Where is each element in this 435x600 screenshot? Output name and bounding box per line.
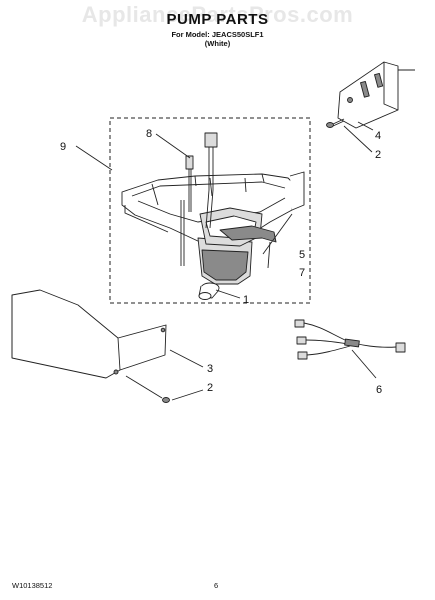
page-number: 6	[214, 581, 219, 590]
assembly-boundary	[109, 117, 311, 304]
mounting-bracket	[337, 61, 415, 129]
shield-plate	[11, 289, 167, 379]
callout-2-upper: 2	[375, 149, 381, 161]
model-line: For Model: JEACS50SLF1	[171, 30, 264, 39]
color-line: (White)	[204, 39, 231, 48]
callout-1: 1	[243, 294, 249, 306]
callout-4: 4	[375, 130, 381, 142]
callout-2-lower: 2	[207, 382, 213, 394]
wire-harness	[294, 319, 406, 360]
callout-7: 7	[299, 267, 305, 279]
callout-3: 3	[207, 363, 213, 375]
callout-6: 8	[146, 128, 152, 140]
plate-screw	[125, 375, 170, 403]
page-title: PUMP PARTS	[166, 11, 269, 28]
model-info: For Model: JEACS50SLF1 (White)	[0, 30, 435, 48]
leader-lines	[75, 121, 377, 401]
callout-9: 9	[60, 141, 66, 153]
callout-5: 5	[299, 249, 305, 261]
doc-number: W10138512	[12, 581, 53, 590]
pump-label	[219, 225, 277, 243]
callout-8: 6	[376, 384, 382, 396]
callout-numbers: 9 8 4 2 5 7 1 3 2 6	[60, 128, 382, 396]
watermark: AppliancePartsPros.com	[81, 2, 354, 27]
pump-body	[197, 237, 253, 300]
bracket-screw	[326, 118, 345, 128]
pump-wire-lead	[180, 132, 218, 266]
